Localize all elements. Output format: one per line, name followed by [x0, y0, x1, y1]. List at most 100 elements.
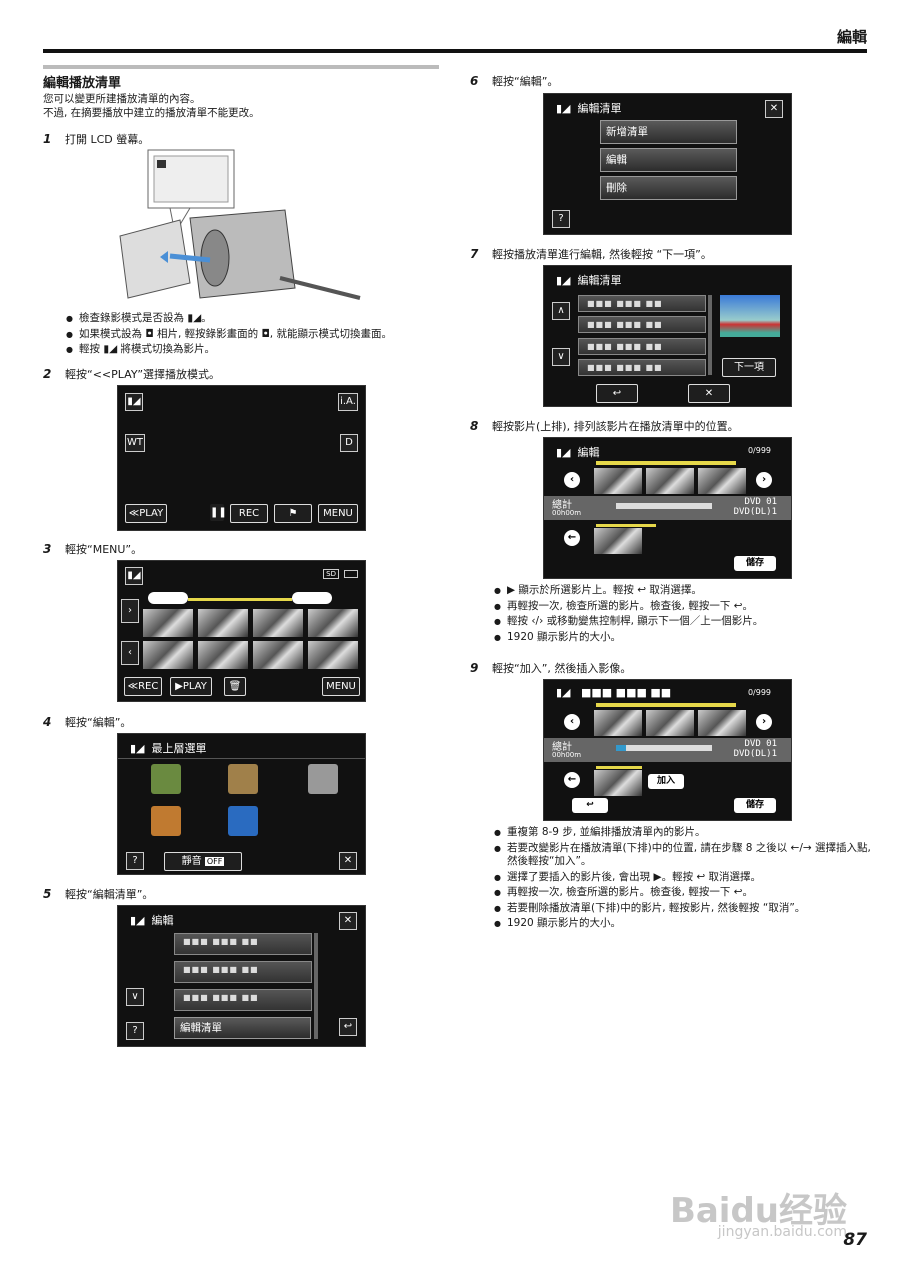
save-button[interactable]: 儲存	[734, 556, 776, 571]
close-button[interactable]: ✕	[339, 852, 357, 870]
back-button[interactable]: ↩	[339, 1018, 357, 1036]
edit-button[interactable]: 編輯	[600, 148, 737, 172]
bullet: 再輕按一次, 檢查所選的影片。檢查後, 輕按一下 ↩。	[494, 886, 874, 900]
flag-button[interactable]: ⚑	[274, 504, 312, 523]
list-item[interactable]: ■■■ ■■■ ■■	[578, 338, 706, 355]
scroll-down-button[interactable]: ∨	[126, 988, 144, 1006]
rec-mode-button[interactable]: ≪REC	[124, 677, 162, 696]
next-arrow-button[interactable]: ›	[756, 472, 772, 488]
list-item[interactable]: ■■■ ■■■ ■■	[174, 961, 312, 983]
video-mode-icon[interactable]: ▮◢	[125, 393, 143, 411]
edit-list-button[interactable]: 編輯清單	[174, 1017, 311, 1039]
ia-icon[interactable]: i.A.	[338, 393, 358, 411]
edit-menu-icon[interactable]	[228, 764, 258, 794]
playlist-thumbnail[interactable]	[594, 770, 642, 796]
settings-menu-icon[interactable]	[308, 764, 338, 794]
trash-icon[interactable]: 🗑	[224, 677, 246, 696]
thumbnail[interactable]	[698, 710, 746, 736]
playlist-bar	[596, 766, 642, 769]
screen-playback: ▮◢ SD › ‹ ≪REC ▶PLAY 🗑 MENU	[117, 560, 366, 702]
prev-arrow-button[interactable]: ‹	[564, 714, 580, 730]
page-number: 87	[843, 1230, 867, 1250]
thumbnail[interactable]	[198, 641, 248, 669]
clip-count: 0/999	[747, 688, 771, 697]
thumbnail[interactable]	[646, 710, 694, 736]
intro-line-1: 您可以變更所建播放清單的內容。	[43, 93, 201, 105]
bullet: 如果模式設為 ◘ 相片, 輕按錄影畫面的 ◘, 就能顯示模式切換畫面。	[66, 328, 446, 342]
thumbnail[interactable]	[143, 609, 193, 637]
help-button[interactable]: ?	[552, 210, 570, 228]
close-button[interactable]: ✕	[688, 384, 730, 403]
d-button[interactable]: D	[340, 434, 358, 452]
thumbnail[interactable]	[198, 609, 248, 637]
prev-arrow-button[interactable]: ‹	[564, 472, 580, 488]
scrollbar[interactable]	[708, 295, 712, 375]
list-item[interactable]: ■■■ ■■■ ■■	[174, 933, 312, 955]
scroll-down-button[interactable]: ∨	[552, 348, 570, 366]
play-mode-button[interactable]: ≪PLAY	[125, 504, 167, 523]
thumbnail[interactable]	[594, 468, 642, 494]
screen-insert-clip: ▮◢ ■■■ ■■■ ■■ 0/999 ‹ › 總計 00h00m DVD 01…	[543, 679, 792, 821]
back-button[interactable]: ↩	[572, 798, 608, 813]
save-button[interactable]: 儲存	[734, 798, 776, 813]
date-pill	[292, 592, 332, 604]
pause-icon[interactable]: ❚❚	[210, 504, 227, 521]
thumbnail[interactable]	[143, 641, 193, 669]
scrollbar[interactable]	[314, 933, 318, 1039]
menu-button[interactable]: MENU	[318, 504, 358, 523]
rec-button[interactable]: REC	[230, 504, 268, 523]
list-item[interactable]: ■■■ ■■■ ■■	[578, 295, 706, 312]
thumbnail[interactable]	[646, 468, 694, 494]
header-rule	[43, 49, 867, 53]
insert-arrow-button[interactable]: ←	[564, 772, 580, 788]
bullet: 輕按 ▮◢ 將模式切換為影片。	[66, 343, 446, 357]
next-button[interactable]: 下一項	[722, 358, 776, 377]
help-button[interactable]: ?	[126, 1022, 144, 1040]
prev-page-button[interactable]: ‹	[121, 641, 139, 665]
next-arrow-button[interactable]: ›	[756, 714, 772, 730]
screen-edit-list-menu: ▮◢ 編輯清單 ✕ 新增清單 編輯 刪除 ?	[543, 93, 792, 235]
close-button[interactable]: ✕	[339, 912, 357, 930]
thumbnail[interactable]	[308, 641, 358, 669]
menu-title: ▮◢ 編輯清單	[556, 274, 622, 287]
mute-toggle[interactable]: 靜音 OFF	[164, 852, 242, 871]
video-menu-icon[interactable]	[151, 764, 181, 794]
timeline-bar	[596, 703, 736, 707]
thumbnail[interactable]	[308, 609, 358, 637]
thumbnail[interactable]	[698, 468, 746, 494]
back-button[interactable]: ↩	[596, 384, 638, 403]
new-list-button[interactable]: 新增清單	[600, 120, 737, 144]
dubbing-menu-icon[interactable]	[151, 806, 181, 836]
thumbnail[interactable]	[253, 641, 303, 669]
baidu-watermark: Baidu经验	[669, 1191, 847, 1231]
scroll-up-button[interactable]: ∧	[552, 302, 570, 320]
video-mode-icon: ▮◢	[125, 567, 143, 585]
thumbnail[interactable]	[594, 710, 642, 736]
play-button[interactable]: ▶PLAY	[170, 677, 212, 696]
list-item[interactable]: ■■■ ■■■ ■■	[174, 989, 312, 1011]
help-menu-icon[interactable]	[228, 806, 258, 836]
playlist-thumbnail[interactable]	[594, 528, 642, 554]
next-page-button[interactable]: ›	[121, 599, 139, 623]
bullet: 輕按 ‹/› 或移動變焦控制桿, 顯示下一個／上一個影片。	[494, 615, 874, 629]
help-button[interactable]: ?	[126, 852, 144, 870]
timeline-bar	[188, 598, 292, 601]
section-title: 編輯播放清單	[43, 76, 122, 91]
list-item[interactable]: ■■■ ■■■ ■■	[578, 359, 706, 376]
close-button[interactable]: ✕	[765, 100, 783, 118]
thumbnail[interactable]	[253, 609, 303, 637]
wt-button[interactable]: WT	[125, 434, 145, 452]
insert-arrow-button[interactable]: ←	[564, 530, 580, 546]
menu-button[interactable]: MENU	[322, 677, 360, 696]
delete-button[interactable]: 刪除	[600, 176, 737, 200]
list-item[interactable]: ■■■ ■■■ ■■	[578, 316, 706, 333]
divider	[118, 758, 365, 759]
sd-icon: SD	[323, 569, 339, 579]
add-button[interactable]: 加入	[648, 774, 684, 789]
